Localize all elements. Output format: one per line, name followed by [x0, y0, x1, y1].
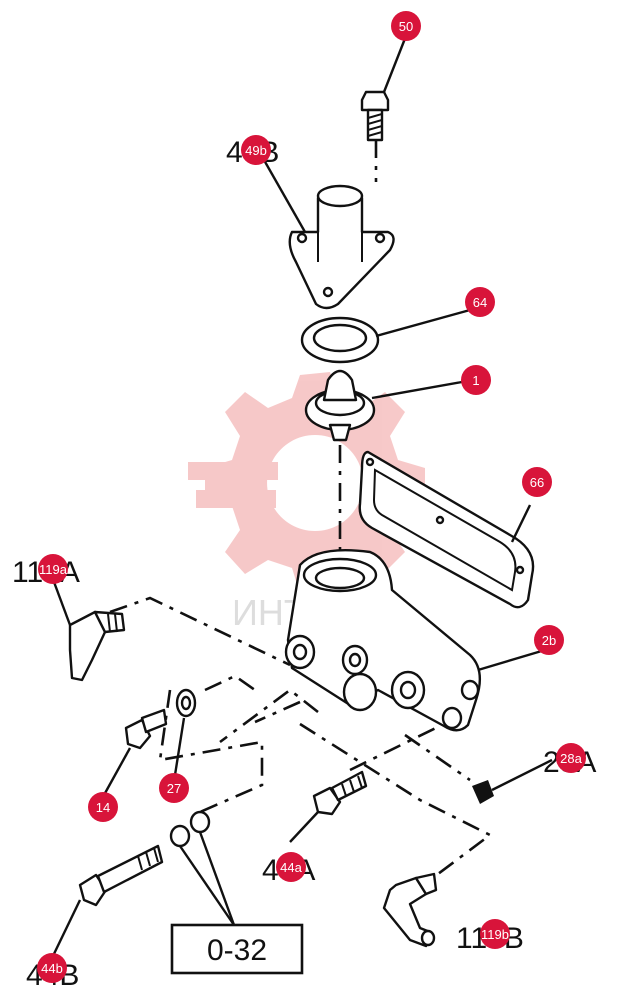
elbow-fitting-119a [68, 610, 126, 682]
bolt-44b [78, 844, 164, 907]
callout-badge-2b[interactable]: 2b [534, 625, 564, 655]
callout-badge-44a[interactable]: 44a [276, 852, 306, 882]
assembly-lines [109, 140, 493, 882]
callout-badge-50[interactable]: 50 [391, 11, 421, 41]
thermostat-housing-49b [288, 184, 395, 310]
callout-badge-66[interactable]: 66 [522, 467, 552, 497]
gear-icon [205, 372, 425, 594]
svg-text:27: 27 [167, 781, 181, 796]
washer-27 [175, 688, 197, 718]
svg-text:14: 14 [96, 800, 110, 815]
callout-badge-14[interactable]: 14 [88, 792, 118, 822]
plug-28a [472, 780, 494, 804]
callout-badges: 50 49b 64 1 66 119a 2b 28a 14 27 44a 119… [37, 11, 586, 983]
callout-badge-119a[interactable]: 119a [38, 554, 68, 584]
svg-text:64: 64 [473, 295, 487, 310]
watermark-bar [188, 462, 278, 480]
bolt-50 [360, 90, 390, 142]
callout-badge-119b[interactable]: 119b [480, 919, 510, 949]
watermark-bar [196, 490, 276, 508]
callout-badge-28a[interactable]: 28a [556, 743, 586, 773]
callout-badge-44b[interactable]: 44b [37, 953, 67, 983]
svg-text:49b: 49b [245, 143, 267, 158]
bent-fitting-119b [382, 872, 438, 948]
svg-text:44a: 44a [280, 860, 302, 875]
callout-badge-49b[interactable]: 49b [241, 135, 271, 165]
gasket-ring-64 [300, 316, 380, 364]
svg-text:119a: 119a [39, 562, 68, 577]
callout-badge-1[interactable]: 1 [461, 365, 491, 395]
watermark-gear-logo [188, 372, 425, 594]
svg-text:119b: 119b [481, 927, 509, 942]
reference-box-text: 0-32 [207, 934, 267, 967]
leader-lines [50, 35, 553, 959]
thermostat-1 [304, 369, 376, 442]
svg-text:1: 1 [472, 373, 479, 388]
thermostat-case-2b [284, 549, 482, 732]
svg-text:66: 66 [530, 475, 544, 490]
svg-text:28a: 28a [560, 751, 582, 766]
reference-box: 0-32 [170, 923, 304, 975]
callout-badge-27[interactable]: 27 [159, 773, 189, 803]
callout-badge-64[interactable]: 64 [465, 287, 495, 317]
bolt-14 [124, 708, 168, 750]
svg-text:2b: 2b [542, 633, 556, 648]
svg-text:44b: 44b [41, 961, 63, 976]
svg-text:50: 50 [399, 19, 413, 34]
bolt-44a [312, 770, 368, 816]
gasket-plate-66 [358, 450, 535, 609]
